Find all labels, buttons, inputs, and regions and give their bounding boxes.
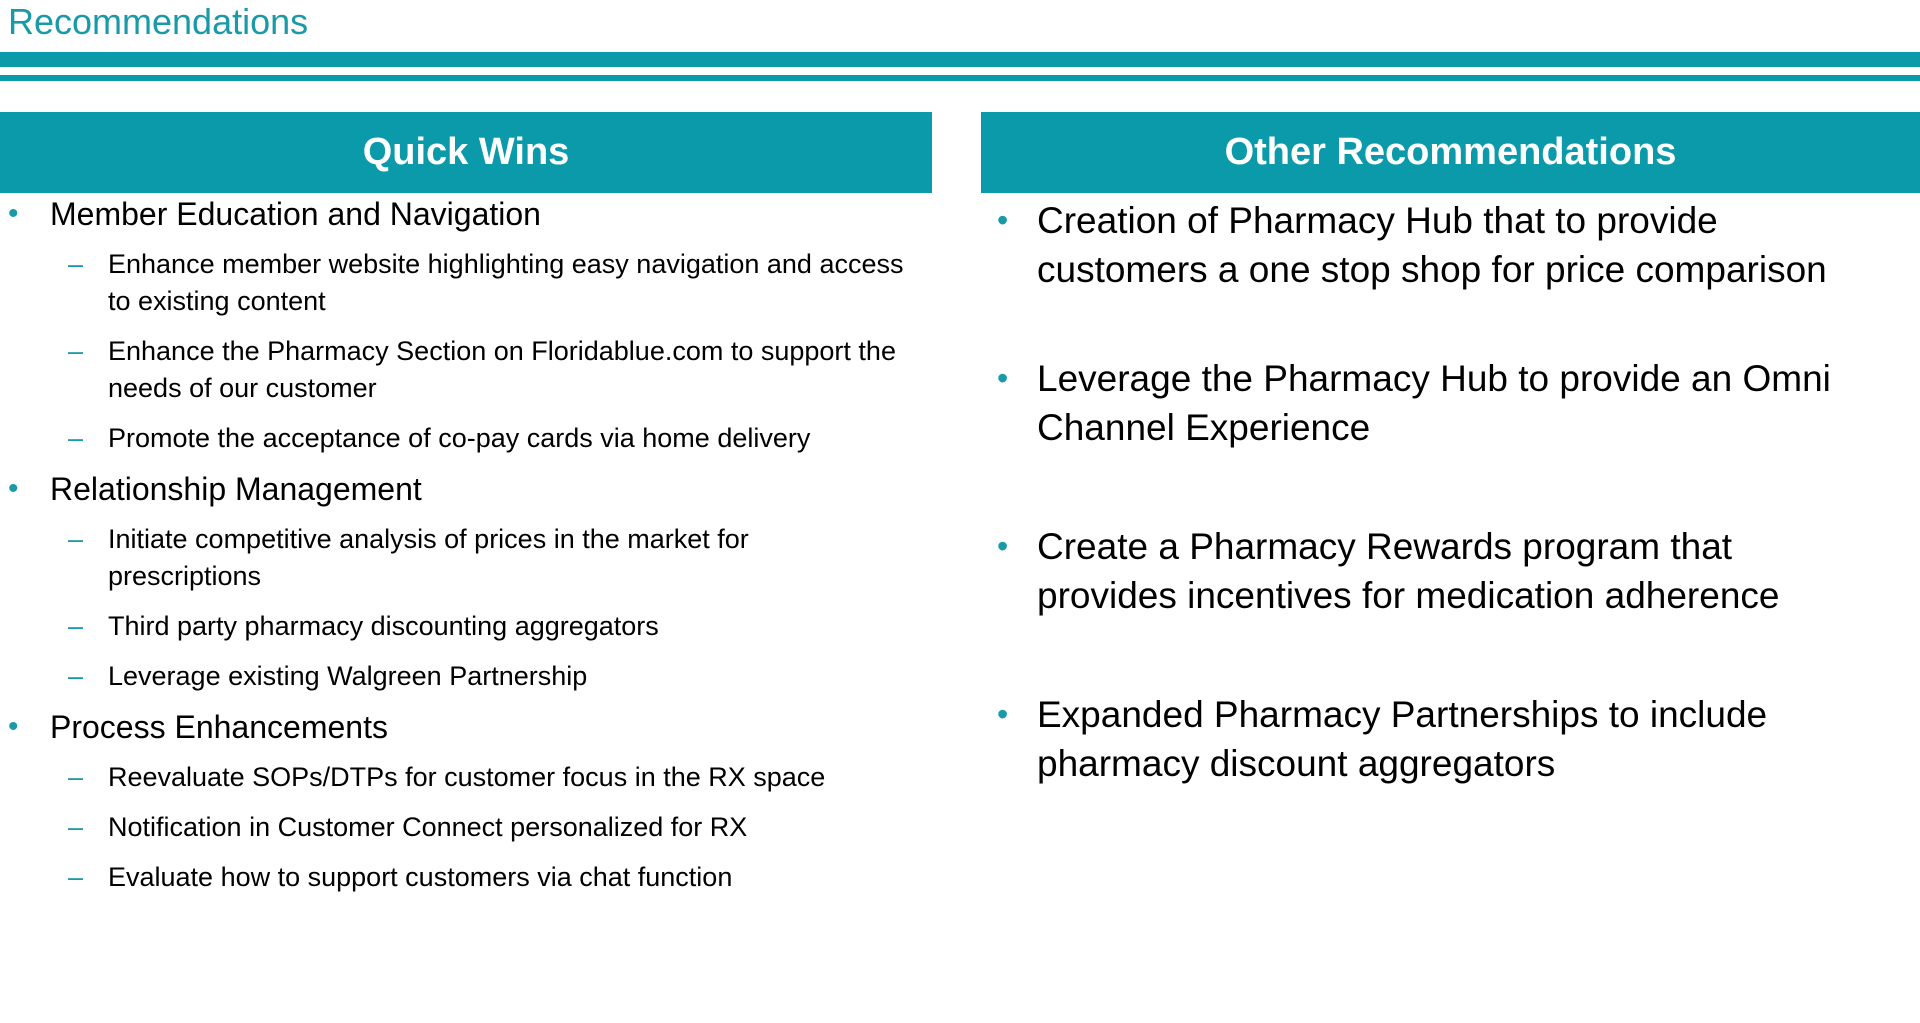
- quick-wins-item-text: Reevaluate SOPs/DTPs for customer focus …: [108, 762, 826, 792]
- other-recommendation-text: Expanded Pharmacy Partnerships to includ…: [1037, 694, 1768, 784]
- dash-icon: –: [68, 762, 84, 792]
- quick-wins-item-text: Enhance the Pharmacy Section on Floridab…: [108, 336, 896, 403]
- title-rule-thin: [0, 75, 1920, 81]
- other-recommendations-list: • Creation of Pharmacy Hub that to provi…: [981, 196, 1920, 788]
- quick-wins-group: • Member Education and Navigation: [0, 194, 932, 234]
- quick-wins-item: – Initiate competitive analysis of price…: [0, 521, 888, 595]
- bullet-icon: •: [997, 528, 1009, 564]
- quick-wins-group-label: Member Education and Navigation: [50, 196, 541, 232]
- dash-icon: –: [68, 423, 84, 453]
- bullet-icon: •: [997, 202, 1009, 238]
- quick-wins-item: – Leverage existing Walgreen Partnership: [0, 658, 908, 695]
- dash-icon: –: [68, 812, 84, 842]
- page-title: Recommendations: [8, 1, 309, 42]
- other-recommendation-item: • Leverage the Pharmacy Hub to provide a…: [981, 354, 1897, 452]
- dash-icon: –: [68, 862, 84, 892]
- quick-wins-item: – Notification in Customer Connect perso…: [0, 809, 908, 846]
- bullet-icon: •: [8, 710, 19, 743]
- quick-wins-header-label: Quick Wins: [362, 131, 570, 173]
- dash-icon: –: [68, 524, 84, 554]
- title-rule-thick: [0, 52, 1920, 67]
- quick-wins-item-text: Third party pharmacy discounting aggrega…: [108, 611, 659, 641]
- other-recommendation-item: • Expanded Pharmacy Partnerships to incl…: [981, 690, 1877, 788]
- other-recommendations-header: Other Recommendations: [981, 112, 1920, 193]
- dash-icon: –: [68, 611, 84, 641]
- bullet-icon: •: [8, 472, 19, 505]
- other-recommendations-header-label: Other Recommendations: [1224, 131, 1677, 173]
- other-recommendation-item: • Create a Pharmacy Rewards program that…: [981, 522, 1877, 620]
- other-recommendation-item: • Creation of Pharmacy Hub that to provi…: [981, 196, 1877, 294]
- quick-wins-group: • Process Enhancements: [0, 707, 932, 747]
- quick-wins-item-text: Evaluate how to support customers via ch…: [108, 862, 733, 892]
- quick-wins-item: – Enhance the Pharmacy Section on Florid…: [0, 333, 908, 407]
- quick-wins-item-text: Enhance member website highlighting easy…: [108, 249, 904, 316]
- quick-wins-item-text: Initiate competitive analysis of prices …: [108, 524, 749, 591]
- quick-wins-item-text: Notification in Customer Connect persona…: [108, 812, 748, 842]
- quick-wins-header: Quick Wins: [0, 112, 932, 193]
- bullet-icon: •: [997, 696, 1009, 732]
- quick-wins-group-label: Process Enhancements: [50, 709, 388, 745]
- dash-icon: –: [68, 661, 84, 691]
- quick-wins-item-text: Leverage existing Walgreen Partnership: [108, 661, 588, 691]
- bullet-icon: •: [997, 360, 1009, 396]
- quick-wins-list: • Member Education and Navigation – Enha…: [0, 194, 932, 896]
- quick-wins-group: • Relationship Management: [0, 469, 932, 509]
- quick-wins-item-text: Promote the acceptance of co-pay cards v…: [108, 423, 811, 453]
- dash-icon: –: [68, 336, 84, 366]
- quick-wins-item: – Enhance member website highlighting ea…: [0, 246, 908, 320]
- other-recommendation-text: Create a Pharmacy Rewards program that p…: [1037, 526, 1780, 616]
- quick-wins-item: – Evaluate how to support customers via …: [0, 859, 908, 896]
- other-recommendation-text: Leverage the Pharmacy Hub to provide an …: [1037, 358, 1831, 448]
- quick-wins-group-label: Relationship Management: [50, 471, 422, 507]
- quick-wins-item: – Promote the acceptance of co-pay cards…: [0, 420, 828, 457]
- bullet-icon: •: [8, 197, 19, 230]
- quick-wins-item: – Third party pharmacy discounting aggre…: [0, 608, 908, 645]
- dash-icon: –: [68, 249, 84, 279]
- other-recommendation-text: Creation of Pharmacy Hub that to provide…: [1037, 200, 1827, 290]
- quick-wins-item: – Reevaluate SOPs/DTPs for customer focu…: [0, 759, 858, 796]
